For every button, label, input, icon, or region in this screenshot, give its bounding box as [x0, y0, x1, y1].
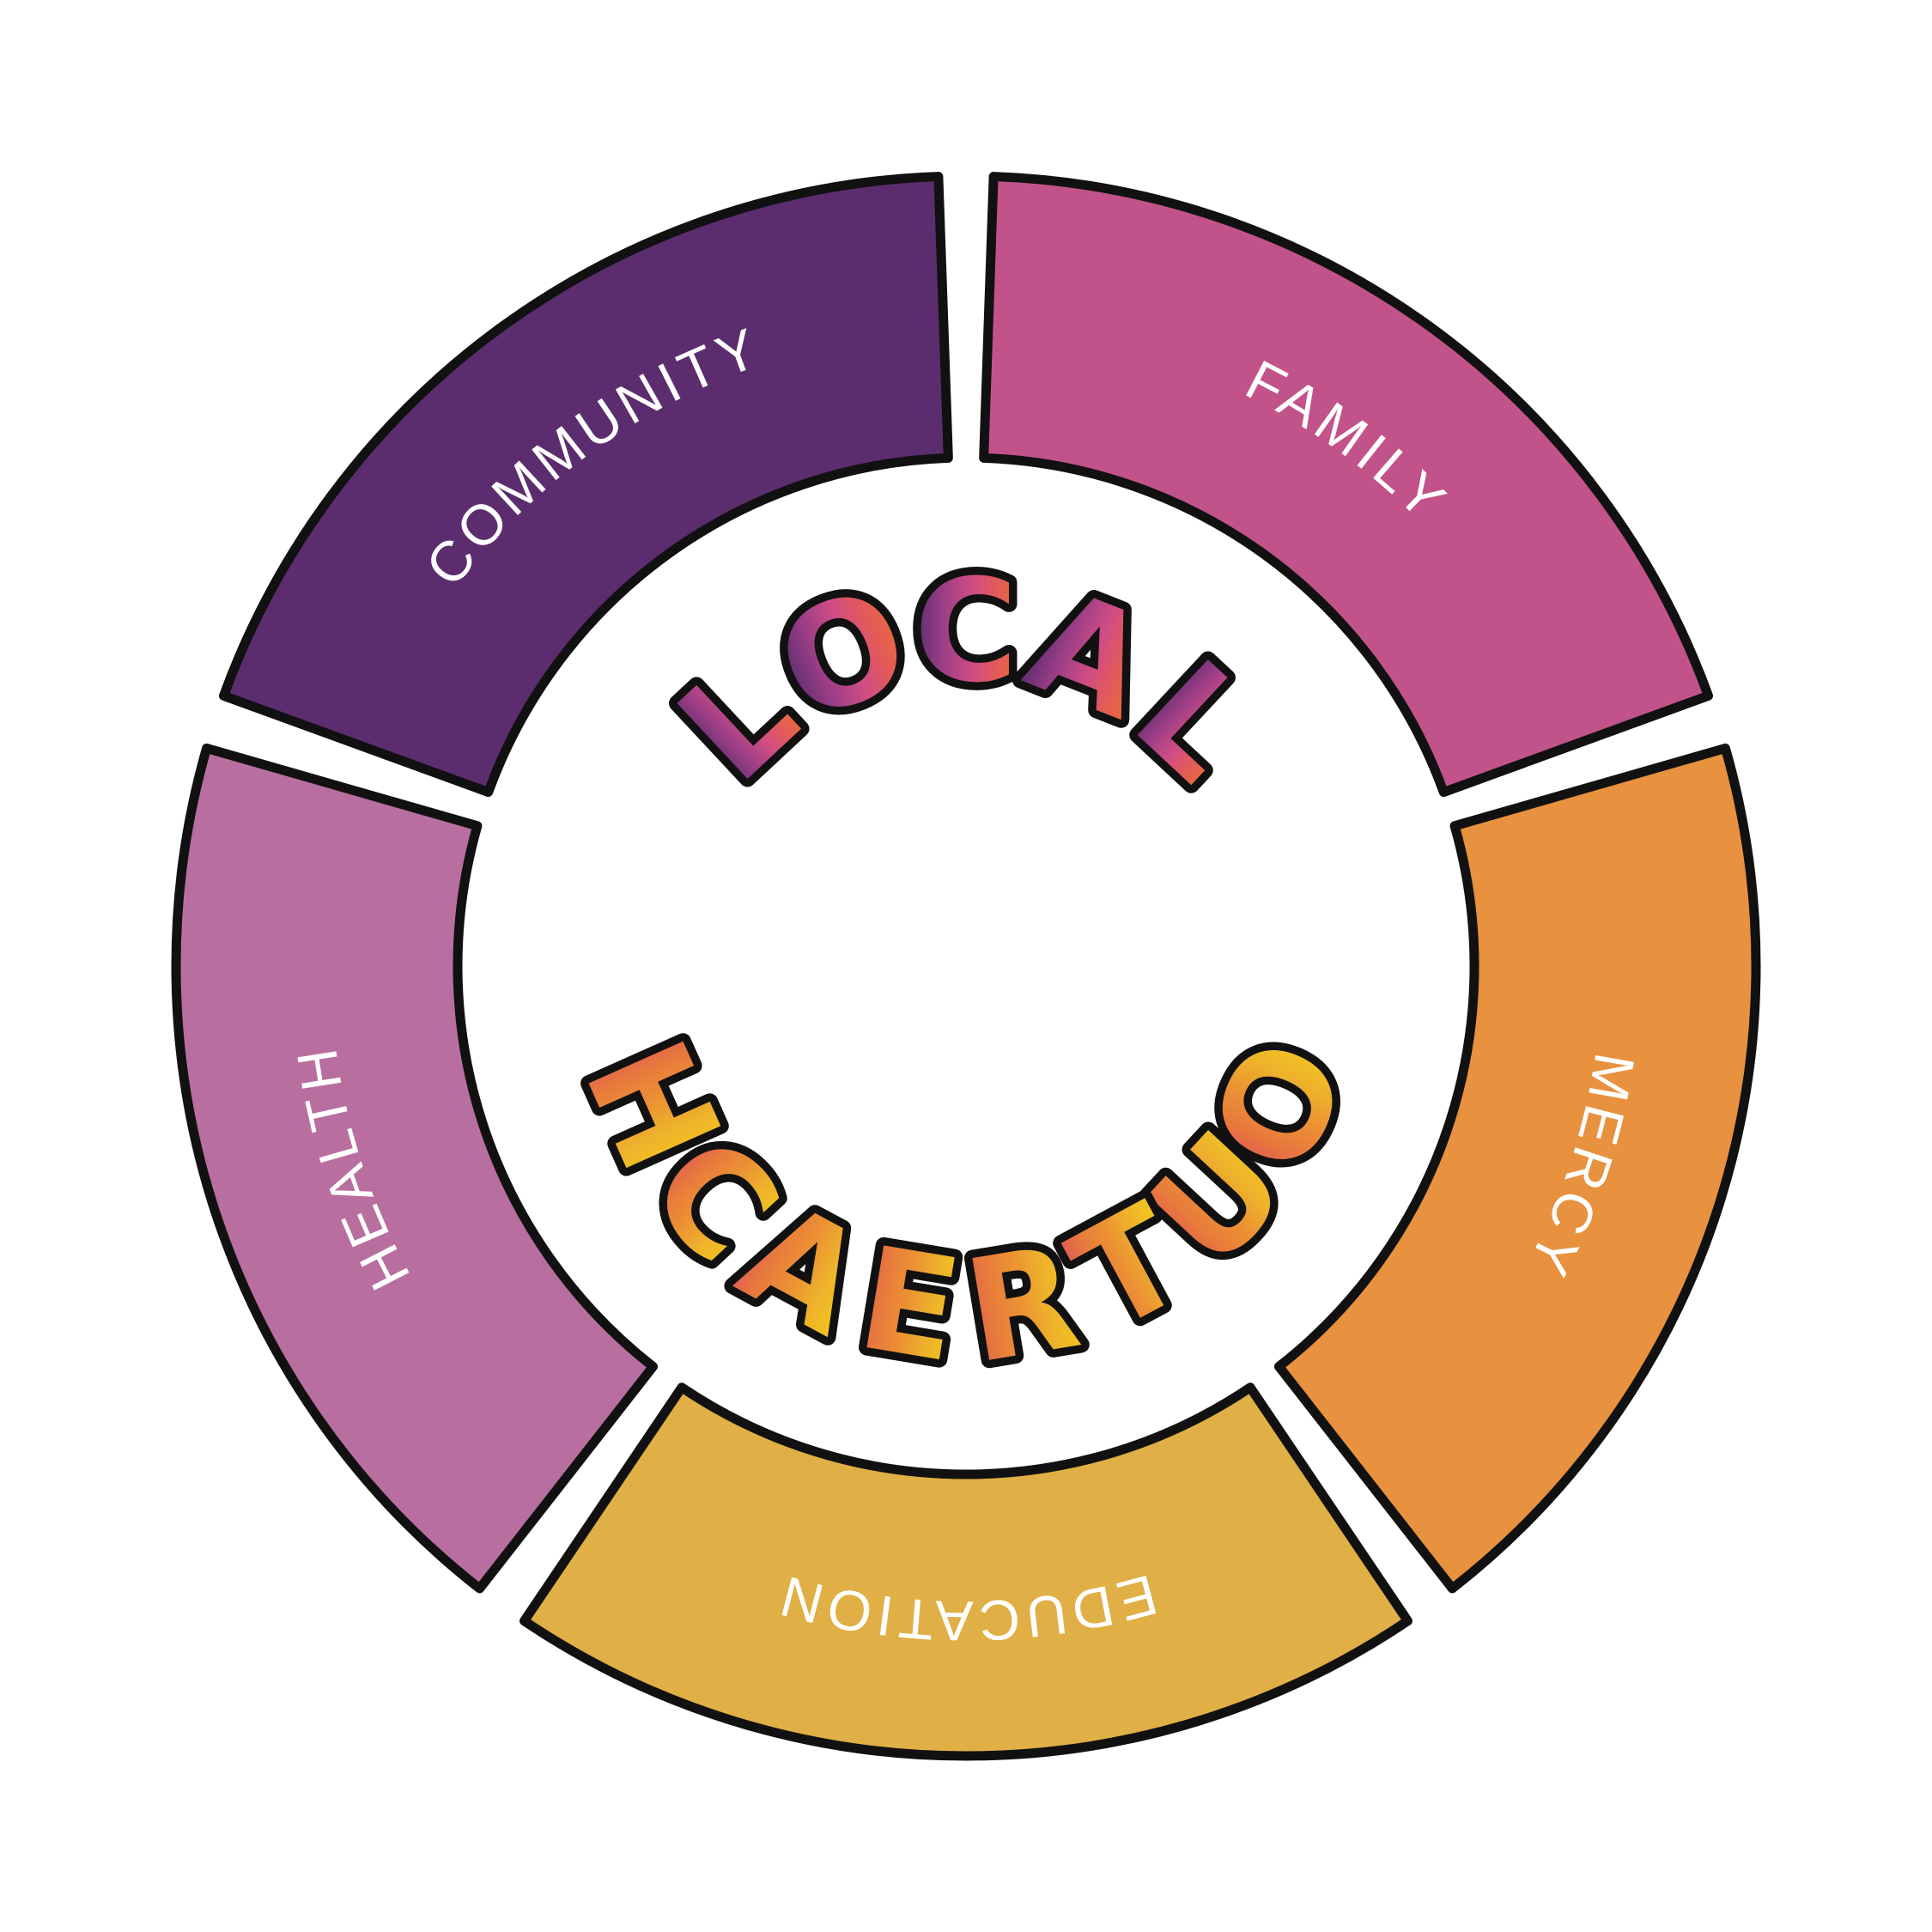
wheel-segment-mercy[interactable] [1273, 743, 1761, 1594]
wheel-segment-community[interactable] [218, 172, 953, 798]
title-letter: C [914, 549, 1018, 714]
wheel-segment-family[interactable] [979, 172, 1714, 798]
wheel-segments [171, 172, 1761, 1761]
wheel-segment-health[interactable] [171, 743, 659, 1594]
wheel-segment-education[interactable] [519, 1382, 1413, 1761]
